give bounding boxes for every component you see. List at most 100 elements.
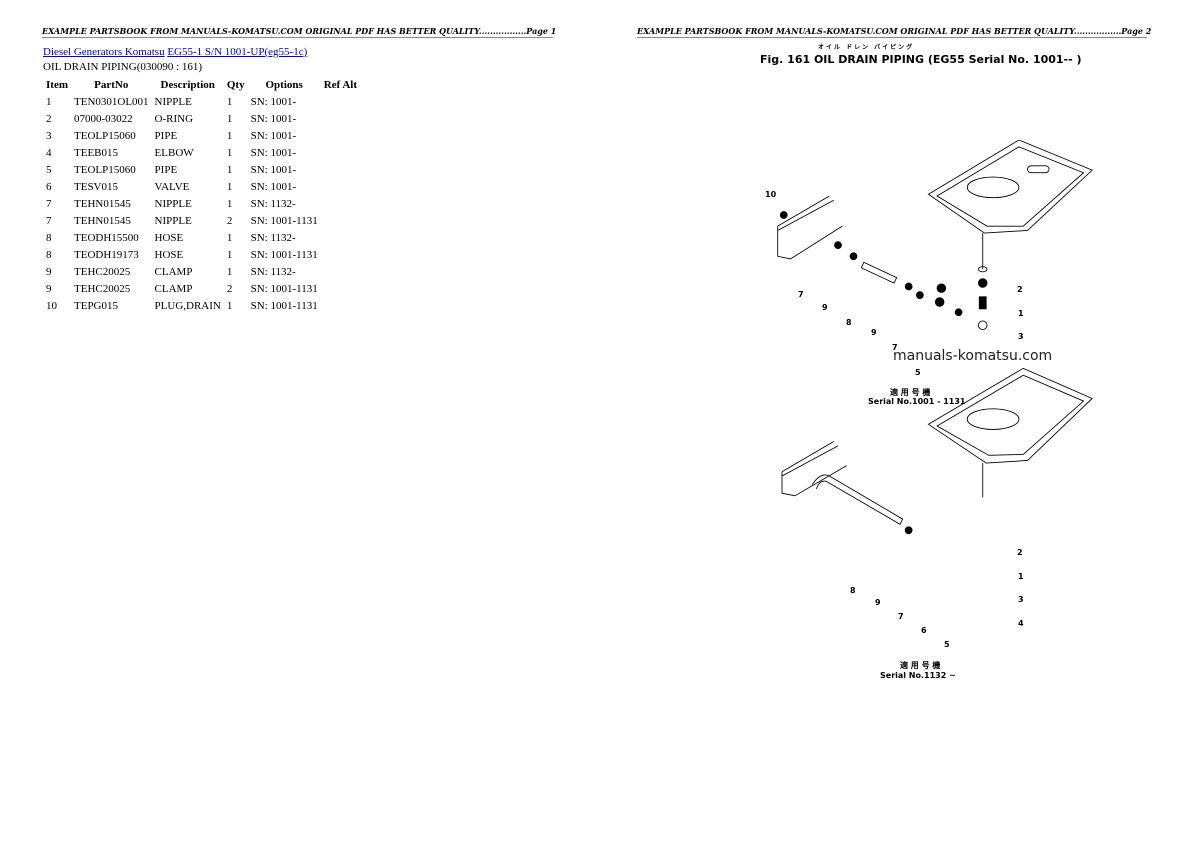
- cell-description: PIPE: [154, 163, 178, 176]
- cell-qty: 1: [226, 146, 233, 159]
- cell-description: PLUG,DRAIN: [154, 299, 221, 312]
- cell-description: NIPPLE: [154, 95, 192, 108]
- cell-description: CLAMP: [154, 282, 193, 295]
- cell-item: 4: [46, 146, 52, 159]
- cell-item: 9: [46, 265, 52, 278]
- lower-callout-8: 8: [850, 586, 856, 595]
- exploded-parts-diagram: [777, 140, 1093, 535]
- cell-partno: TEN0301OL001: [74, 95, 149, 108]
- cell-options: SN: 1001-1131: [250, 248, 318, 261]
- lower-callout-5: 5: [944, 640, 950, 649]
- section-title: OIL DRAIN PIPING(030090 : 161): [43, 61, 203, 73]
- cell-partno: TESV015: [74, 180, 118, 193]
- callout-9b: 9: [871, 328, 877, 337]
- lower-callout-4: 4: [1018, 619, 1024, 628]
- figure-title-japanese: オイル ドレン パイピング: [818, 44, 915, 51]
- figure-title: Fig. 161 OIL DRAIN PIPING (EG55 Serial N…: [760, 53, 1082, 66]
- cell-description: PIPE: [154, 129, 178, 142]
- breadcrumb-link-category[interactable]: Diesel Generators Komatsu: [43, 46, 165, 58]
- cell-qty: 1: [226, 231, 233, 244]
- cell-refalt: [321, 178, 360, 195]
- cell-options: SN: 1001-1131: [250, 282, 318, 295]
- cell-refalt: [321, 110, 360, 127]
- lower-callout-1: 1: [1018, 572, 1024, 581]
- cell-refalt: [321, 195, 360, 212]
- cell-refalt: [321, 161, 360, 178]
- cell-qty: 1: [226, 112, 233, 125]
- lower-oil-pan-drawing: [927, 367, 1093, 498]
- lower-callout-3: 3: [1018, 595, 1024, 604]
- cell-description: CLAMP: [154, 265, 193, 278]
- lower-serial-jp: 適 用 号 機: [900, 661, 941, 670]
- breadcrumb: Diesel Generators Komatsu EG55-1 S/N 100…: [43, 46, 307, 58]
- cell-partno: TEHC20025: [74, 282, 131, 295]
- cell-refalt: [321, 263, 360, 280]
- col-item: Item: [46, 78, 68, 91]
- cell-qty: 1: [226, 265, 233, 278]
- callout-7b: 7: [892, 343, 898, 352]
- cell-refalt: [321, 246, 360, 263]
- cell-qty: 1: [226, 95, 233, 108]
- cell-partno: TEHN01545: [74, 214, 131, 227]
- cell-qty: 1: [226, 163, 233, 176]
- upper-serial-jp: 適 用 号 機: [890, 388, 931, 397]
- col-qty: Qty: [226, 78, 245, 91]
- cell-options: SN: 1132-: [250, 265, 296, 278]
- watermark: manuals-komatsu.com: [893, 348, 1053, 364]
- cell-description: ELBOW: [154, 146, 194, 159]
- cell-item: 3: [46, 129, 52, 142]
- callout-3: 3: [1018, 332, 1024, 341]
- cell-refalt: [321, 127, 360, 144]
- cell-options: SN: 1001-: [250, 95, 297, 108]
- upper-oil-pan-drawing: [927, 140, 1093, 270]
- cell-partno: TEEB015: [74, 146, 118, 159]
- cell-item: 8: [46, 248, 52, 261]
- cell-refalt: [321, 212, 360, 229]
- cell-item: 2: [46, 112, 52, 125]
- cell-options: SN: 1001-1131: [250, 299, 318, 312]
- cell-item: 6: [46, 180, 52, 193]
- col-options: Options: [265, 78, 303, 91]
- cell-options: SN: 1001-: [250, 180, 297, 193]
- cell-description: NIPPLE: [154, 214, 192, 227]
- cell-item: 7: [46, 197, 52, 210]
- cell-partno: TEOLP15060: [74, 129, 136, 142]
- cell-qty: 1: [226, 299, 233, 312]
- cell-description: HOSE: [154, 248, 184, 261]
- cell-qty: 1: [226, 197, 233, 210]
- lower-callout-6: 6: [921, 626, 927, 635]
- cell-item: 5: [46, 163, 52, 176]
- cell-refalt: [321, 297, 360, 314]
- breadcrumb-link-model[interactable]: EG55-1 S/N 1001-UP(eg55-1c): [167, 46, 308, 58]
- cell-description: HOSE: [154, 231, 184, 244]
- cell-partno: TEODH15500: [74, 231, 139, 244]
- table-header-row: Item PartNo Description Qty Options Ref …: [43, 76, 360, 93]
- cell-qty: 1: [226, 180, 233, 193]
- lower-frame-drawing: [781, 441, 904, 525]
- cell-item: 7: [46, 214, 52, 227]
- col-description: Description: [160, 78, 215, 91]
- page1-header: EXAMPLE PARTSBOOK FROM MANUALS-KOMATSU.C…: [42, 26, 557, 38]
- cell-options: SN: 1001-: [250, 129, 297, 142]
- callout-7: 7: [798, 290, 804, 299]
- cell-item: 1: [46, 95, 52, 108]
- page2-header: EXAMPLE PARTSBOOK FROM MANUALS-KOMATSU.C…: [637, 26, 1152, 38]
- table-row: 7 TEHN01545 NIPPLE 2 SN: 1001-1131: [43, 212, 360, 229]
- cell-qty: 2: [226, 214, 233, 227]
- callout-5: 5: [915, 368, 921, 377]
- upper-serial-label: Serial No.1001 - 1131: [868, 397, 966, 406]
- lower-callout-2: 2: [1017, 548, 1023, 557]
- cell-refalt: [321, 144, 360, 161]
- cell-description: NIPPLE: [154, 197, 192, 210]
- cell-options: SN: 1001-1131: [250, 214, 318, 227]
- col-refalt: Ref Alt: [323, 78, 358, 91]
- table-row: 1 TEN0301OL001 NIPPLE 1 SN: 1001-: [43, 93, 360, 110]
